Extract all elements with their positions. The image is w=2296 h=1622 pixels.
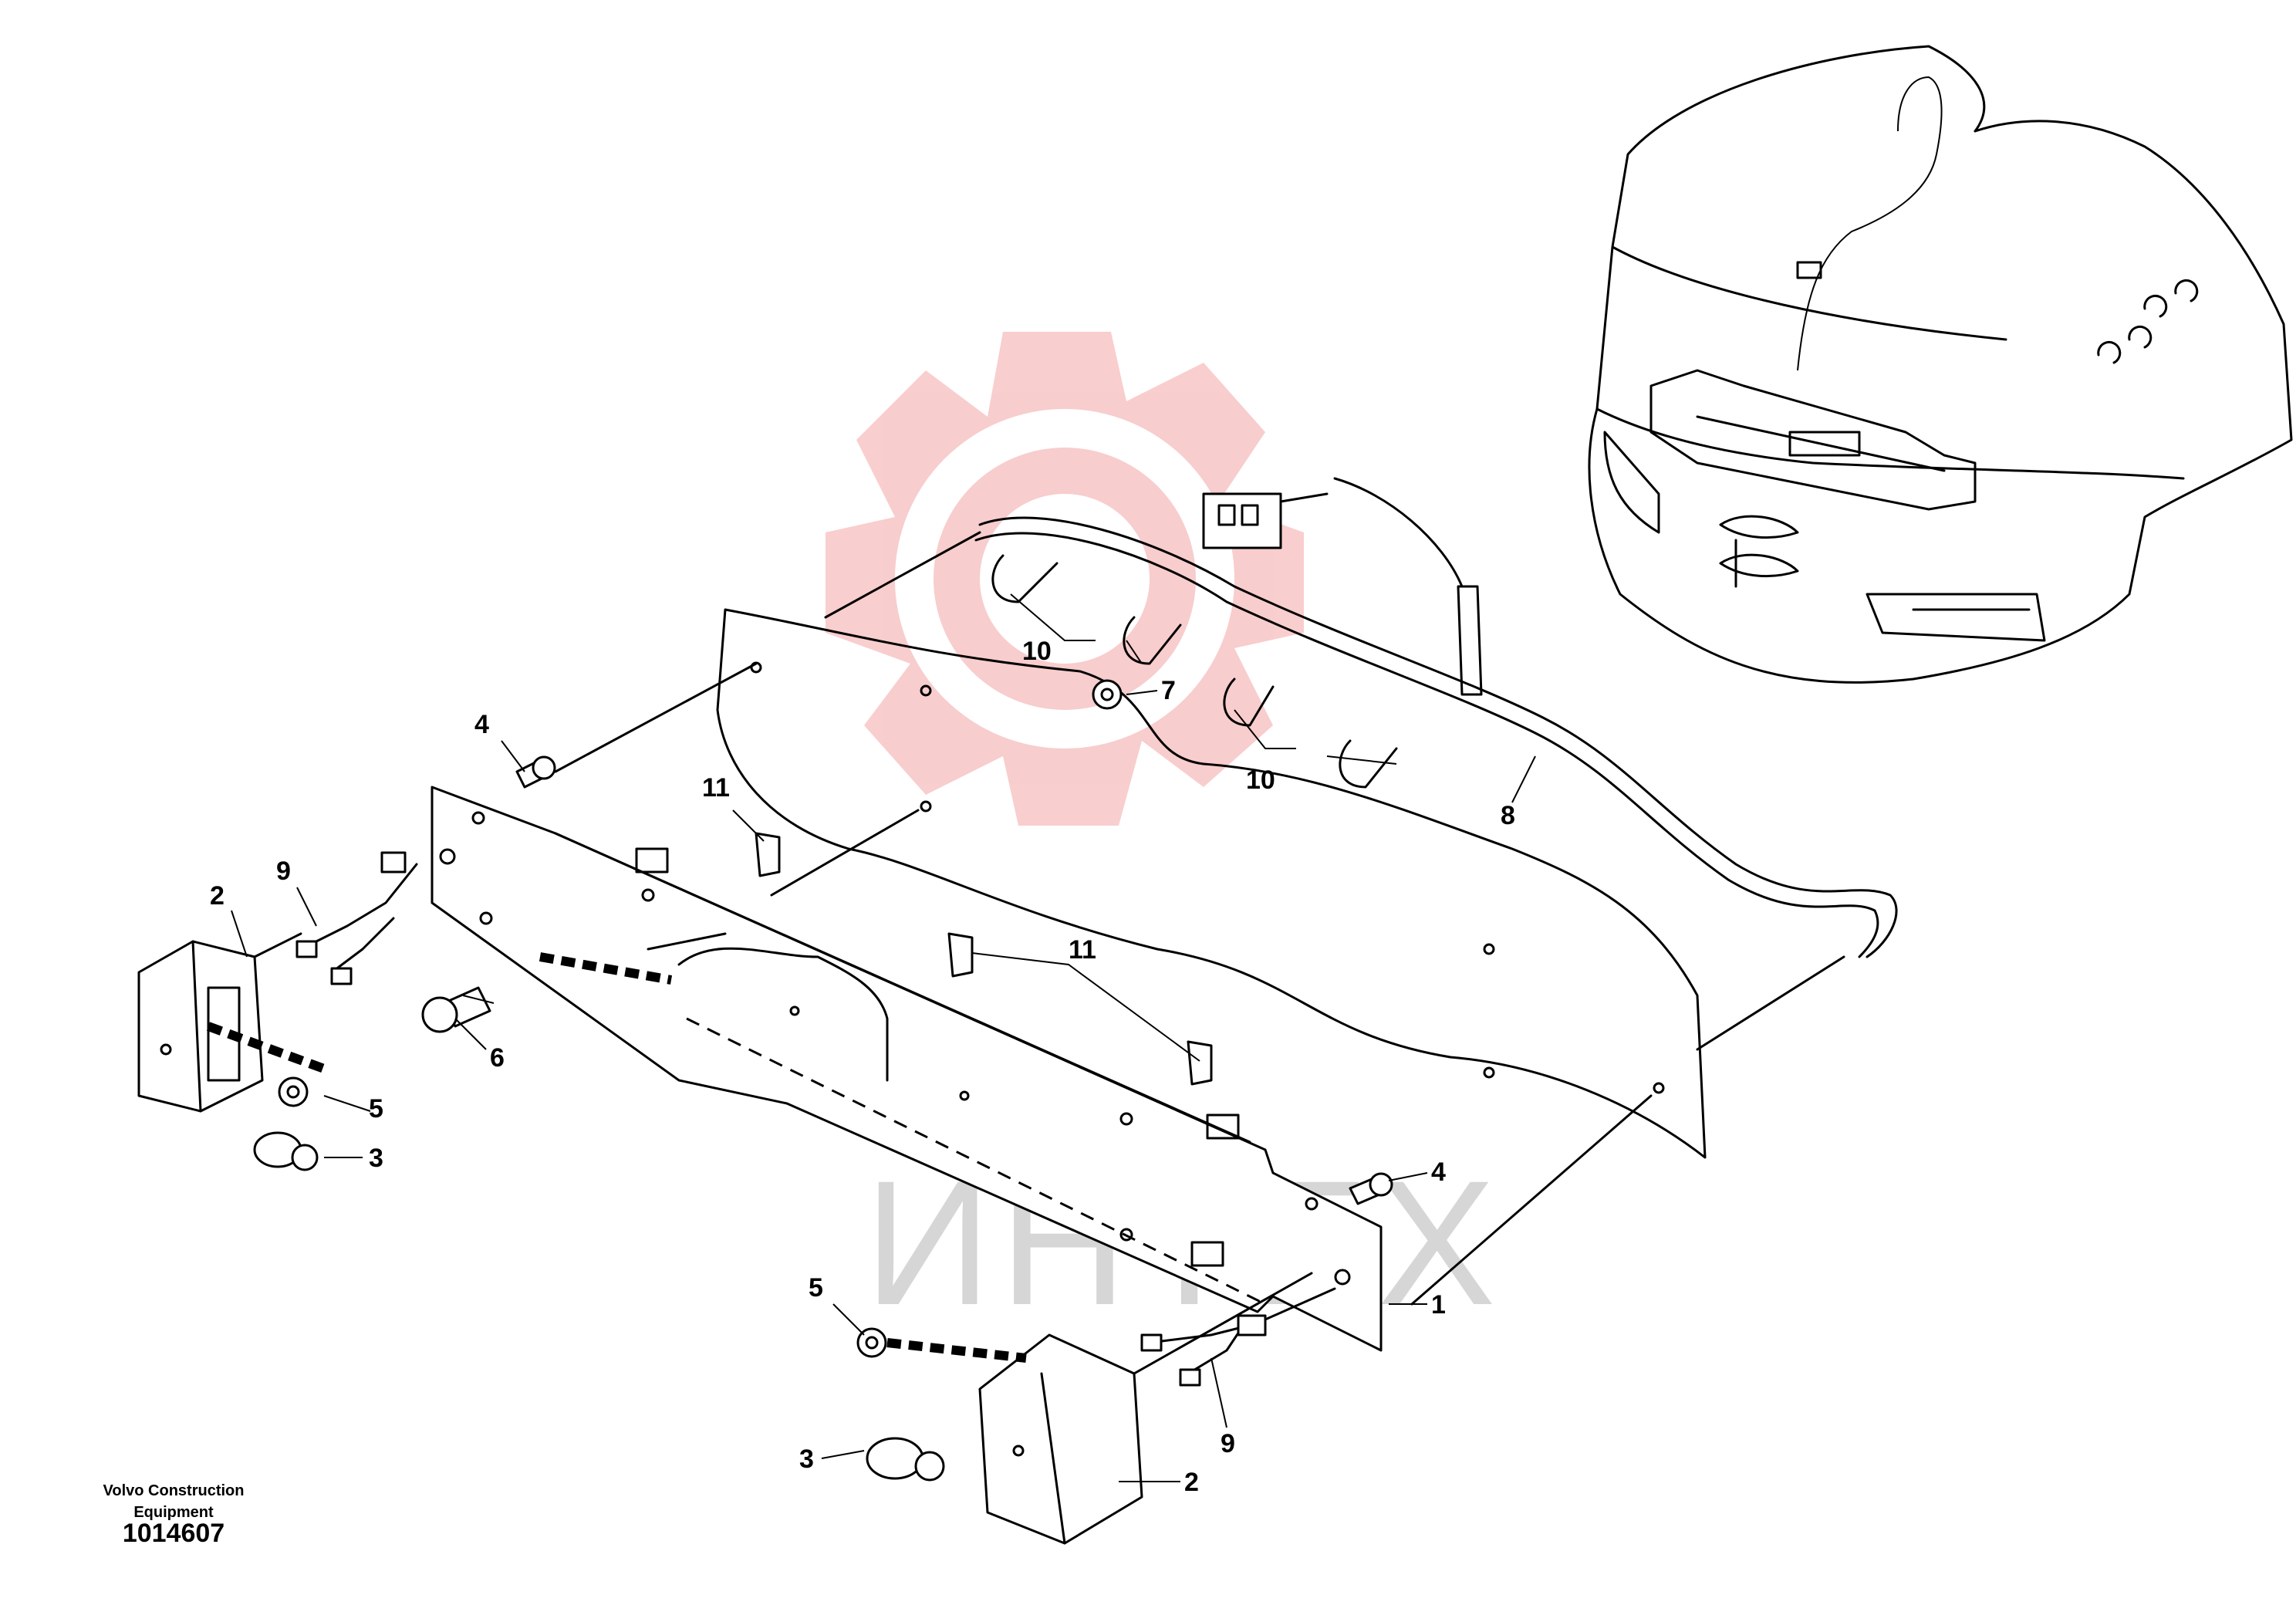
assembly-lines bbox=[206, 531, 1845, 1375]
part-11-clip bbox=[755, 832, 1213, 1086]
callout-6: 6 bbox=[490, 1043, 505, 1073]
callout-8: 8 bbox=[1501, 801, 1515, 830]
drawing-number: 1014607 bbox=[122, 1519, 225, 1548]
part-4-screw bbox=[515, 755, 1393, 1205]
part-9-wire-connector bbox=[295, 851, 1267, 1387]
callout-11-right: 11 bbox=[1069, 935, 1096, 965]
callout-2-bottom: 2 bbox=[1184, 1468, 1199, 1497]
callout-4-left: 4 bbox=[474, 710, 489, 739]
brand-line-1: Volvo Construction bbox=[103, 1482, 245, 1499]
callout-5-left: 5 bbox=[369, 1094, 383, 1124]
brand-line-2: Equipment bbox=[133, 1504, 214, 1521]
callout-9-bottom: 9 bbox=[1221, 1429, 1235, 1458]
callout-7: 7 bbox=[1161, 676, 1176, 705]
callout-3-left: 3 bbox=[369, 1144, 383, 1173]
part-6-bolt bbox=[421, 986, 495, 1033]
callout-1: 1 bbox=[1431, 1290, 1446, 1320]
part-7-nut bbox=[1092, 679, 1123, 710]
machine-front-hood bbox=[1588, 45, 2293, 684]
part-8-cable-harness bbox=[974, 477, 1898, 958]
callout-5-bottom: 5 bbox=[809, 1273, 823, 1303]
part-2-lamp-housing bbox=[137, 940, 1143, 1545]
callout-10-top: 10 bbox=[1022, 637, 1052, 666]
callout-10-bottom: 10 bbox=[1246, 765, 1275, 795]
part-3-bulb bbox=[253, 1131, 945, 1482]
callout-2-left: 2 bbox=[210, 881, 225, 911]
callout-9-left: 9 bbox=[276, 857, 291, 886]
callout-4-right: 4 bbox=[1431, 1157, 1446, 1187]
callout-11-left: 11 bbox=[702, 773, 730, 803]
part-1-mounting-bracket bbox=[430, 786, 1383, 1352]
part-5-nut bbox=[278, 1076, 887, 1358]
part-10-cable-tie bbox=[991, 554, 1398, 789]
callout-labels: 1 2 2 3 3 4 4 5 5 6 7 8 9 9 10 10 11 11 bbox=[210, 637, 1515, 1497]
leader-lines bbox=[231, 593, 1536, 1482]
brand-caption: Volvo Construction Equipment bbox=[77, 1480, 270, 1523]
callout-3-bottom: 3 bbox=[799, 1445, 814, 1474]
